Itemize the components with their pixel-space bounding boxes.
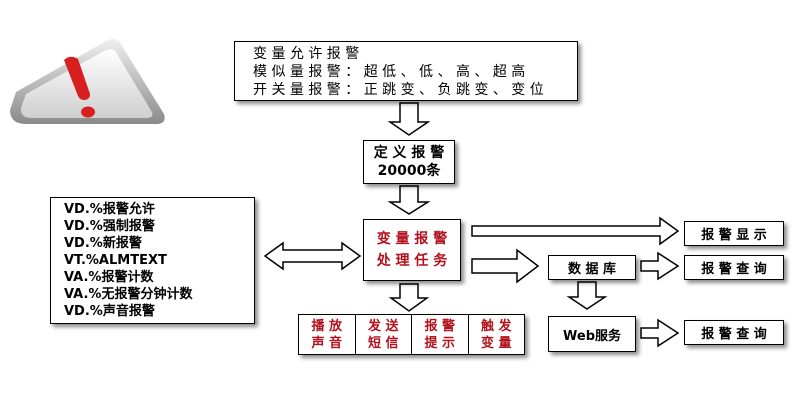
list-item: VT.%ALMTEXT (64, 253, 167, 268)
right-arrow-database (471, 248, 540, 284)
output-actions-box: 播 放 声 音 发 送 短 信 报 警 提 示 触 发 变 量 (298, 314, 525, 355)
list-item: VD.%强制报警 (64, 219, 155, 234)
output-cell-line-2: 变 量 (480, 335, 512, 351)
alarm-display-box: 报 警 显 示 (684, 221, 784, 246)
output-cell-send-sms: 发 送 短 信 (356, 315, 412, 354)
alarm-query-box-2: 报 警 查 询 (684, 320, 784, 345)
output-cell-line-1: 发 送 (367, 318, 399, 334)
alarm-variable-list: VD.%报警允许 VD.%强制报警 VD.%新报警 VT.%ALMTEXT VA… (50, 197, 255, 324)
right-arrow-query-1 (640, 251, 680, 281)
list-item: VA.%无报警分钟计数 (64, 287, 193, 302)
output-cell-line-1: 报 警 (424, 318, 456, 334)
output-cell-line-2: 提 示 (424, 335, 456, 351)
alarm-types-line-1: 变 量 允 许 报 警 (253, 46, 360, 62)
right-arrow-query-2 (640, 318, 680, 348)
output-cell-line-2: 声 音 (311, 335, 343, 351)
right-arrow-display (471, 216, 680, 246)
output-cell-line-2: 短 信 (367, 335, 399, 351)
list-item: VA.%报警计数 (64, 270, 154, 285)
alarm-query-label-2: 报 警 查 询 (701, 327, 767, 342)
alarm-display-label: 报 警 显 示 (701, 228, 767, 243)
alarm-types-line-2: 模 似 量 报 警 ： 超 低 、 低 、 高 、 超 高 (253, 64, 526, 80)
alarm-processing-box: 变 量 报 警 处 理 任 务 (363, 219, 461, 281)
output-cell-trigger-variable: 触 发 变 量 (469, 315, 525, 354)
web-service-box: Web服务 (548, 316, 636, 352)
down-arrow-output (388, 283, 430, 312)
list-item: VD.%新报警 (64, 236, 142, 251)
down-arrow-1 (387, 102, 431, 136)
define-alarm-box: 定 义 报 警 20000条 (363, 140, 455, 184)
double-arrow-left (263, 241, 362, 271)
database-label: 数 据 库 (567, 262, 617, 277)
down-arrow-web (566, 281, 608, 310)
list-item: VD.%报警允许 (64, 202, 155, 217)
database-box: 数 据 库 (548, 255, 636, 280)
output-cell-line-1: 触 发 (480, 318, 512, 334)
down-arrow-2 (387, 185, 431, 215)
warning-triangle-icon (10, 38, 165, 124)
alarm-processing-line-1: 变 量 报 警 (376, 231, 448, 247)
web-service-label: Web服务 (563, 328, 621, 344)
output-cell-line-1: 播 放 (311, 318, 343, 334)
alarm-types-line-3: 开 关 量 报 警 ： 正 跳 变 、 负 跳 变 、 变 位 (253, 82, 544, 98)
define-alarm-label: 定 义 报 警 (373, 145, 445, 161)
output-cell-play-sound: 播 放 声 音 (299, 315, 356, 354)
define-alarm-count: 20000条 (377, 163, 441, 179)
alarm-processing-line-2: 处 理 任 务 (376, 253, 448, 269)
list-item: VD.%声音报警 (64, 304, 155, 319)
output-cell-alarm-prompt: 报 警 提 示 (412, 315, 469, 354)
alarm-query-box-1: 报 警 查 询 (684, 255, 784, 280)
alarm-query-label-1: 报 警 查 询 (701, 262, 767, 277)
alarm-types-box: 变 量 允 许 报 警 模 似 量 报 警 ： 超 低 、 低 、 高 、 超 … (234, 41, 578, 101)
